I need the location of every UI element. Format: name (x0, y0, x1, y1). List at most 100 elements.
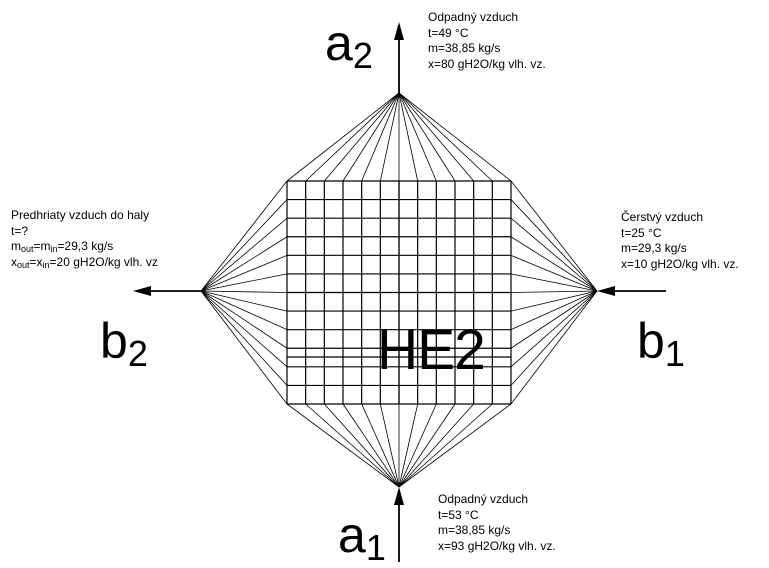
port-a1-label: a1 (338, 510, 386, 566)
fan-line-left (200, 254, 288, 292)
fan-line-left (200, 217, 288, 292)
fan-line-left (200, 290, 288, 312)
fan-line-top (379, 92, 400, 182)
left-x-value: =20 gH2O/kg vlh. vz (49, 254, 158, 269)
right-humidity: x=10 gH2O/kg vlh. vz. (621, 256, 739, 271)
annotation-top-right: Odpadný vzduch t=49 °C m=38,85 kg/s x=80… (428, 10, 546, 72)
fan-line-left (200, 236, 288, 292)
fan-line-right (510, 290, 598, 349)
bottom-right-mass-flow: m=38,85 kg/s (438, 523, 511, 537)
port-a2-label: a2 (325, 18, 373, 74)
left-m-in-sub: in (50, 244, 58, 254)
port-b2-index: 2 (127, 333, 148, 374)
fan-line-right (510, 290, 598, 312)
port-b1-letter: b (637, 313, 665, 369)
fan-line-top (398, 92, 456, 182)
arrow-b1-head (597, 286, 615, 296)
exchanger-grid (286, 180, 512, 405)
fan-line-top (286, 92, 400, 182)
exchanger-label: HE2 (377, 318, 486, 382)
fan-line-left (200, 290, 288, 331)
fan-line-bottom (324, 403, 400, 488)
right-title: Čerstvý vzduch (621, 210, 704, 224)
flow-arrows (133, 22, 666, 562)
left-x-in: =x (29, 254, 43, 269)
fan-line-bottom (286, 403, 400, 488)
port-a1-index: 1 (365, 527, 386, 568)
fan-line-bottom (398, 403, 437, 488)
fan-line-right (510, 290, 598, 386)
top-right-mass-flow: m=38,85 kg/s (428, 41, 501, 55)
fan-line-bottom (398, 403, 419, 488)
port-a1-letter: a (338, 507, 366, 563)
fan-line-bottom (398, 403, 474, 488)
left-m-out-sub: out (21, 244, 34, 254)
port-b2-label: b2 (100, 316, 148, 372)
bottom-right-title: Odpadný vzduch (438, 492, 529, 506)
bottom-right-humidity: x=93 gH2O/kg vlh. vz. (438, 538, 556, 553)
fan-lines (200, 92, 598, 488)
port-b2-letter: b (100, 313, 128, 369)
left-m-in: =m (33, 239, 51, 253)
port-a2-letter: a (325, 15, 353, 71)
left-x-out-sub: out (17, 259, 30, 270)
fan-line-top (361, 92, 400, 182)
top-right-humidity: x=80 gH2O/kg vlh. vz. (428, 56, 546, 71)
fan-line-bottom (398, 403, 493, 488)
right-mass-flow: m=29,3 kg/s (621, 241, 687, 255)
arrow-b2-head (133, 286, 151, 296)
annotation-left: Predhriaty vzduch do haly t=? mout=min=2… (11, 208, 158, 270)
fan-line-top (398, 92, 493, 182)
left-m-value: =29,3 kg/s (57, 239, 114, 253)
fan-line-bottom (342, 403, 400, 488)
fan-line-top (398, 92, 474, 182)
fan-line-right (510, 199, 598, 292)
fan-line-top (324, 92, 400, 182)
fan-line-right (510, 290, 598, 368)
right-temperature: t=25 °C (621, 225, 662, 240)
fan-line-left (200, 290, 288, 386)
fan-line-top (398, 92, 419, 182)
left-m-out: m (11, 239, 21, 253)
fan-line-left (200, 290, 288, 368)
fan-line-right (510, 180, 598, 292)
annotation-bottom-right: Odpadný vzduch t=53 °C m=38,85 kg/s x=93… (438, 492, 556, 554)
port-b1-label: b1 (637, 316, 685, 372)
left-x-out: x (11, 254, 17, 269)
fan-line-top (342, 92, 400, 182)
fan-line-left (200, 290, 288, 349)
top-right-temperature: t=49 °C (428, 25, 469, 40)
top-right-title: Odpadný vzduch (428, 10, 519, 24)
left-title: Predhriaty vzduch do haly (11, 208, 150, 222)
fan-line-top (398, 92, 437, 182)
bottom-right-temperature: t=53 °C (438, 507, 479, 522)
fan-line-bottom (361, 403, 400, 488)
left-mass-flow: mout=min=29,3 kg/s (11, 239, 158, 255)
fan-line-right (510, 290, 598, 405)
fan-line-left (200, 290, 288, 293)
fan-line-left (200, 290, 288, 405)
left-temperature: t=? (11, 223, 29, 238)
left-x-in-sub: in (42, 259, 50, 270)
fan-line-right (510, 236, 598, 292)
fan-line-right (510, 273, 598, 292)
fan-line-right (510, 290, 598, 331)
fan-line-bottom (398, 403, 512, 488)
arrow-a2-head (394, 22, 404, 40)
left-humidity: xout=xin=20 gH2O/kg vlh. vz (11, 255, 158, 271)
port-b1-index: 1 (664, 333, 685, 374)
fan-line-bottom (398, 403, 456, 488)
fan-line-left (200, 199, 288, 292)
fan-line-bottom (379, 403, 400, 488)
fan-line-top (305, 92, 400, 182)
fan-line-left (200, 273, 288, 292)
arrow-a1-head (394, 487, 404, 505)
fan-line-bottom (305, 403, 400, 488)
fan-line-right (510, 217, 598, 292)
fan-line-left (200, 180, 288, 292)
fan-line-right (510, 290, 598, 293)
annotation-right: Čerstvý vzduch t=25 °C m=29,3 kg/s x=10 … (621, 210, 739, 272)
port-a2-index: 2 (352, 35, 373, 76)
fan-line-top (398, 92, 512, 182)
